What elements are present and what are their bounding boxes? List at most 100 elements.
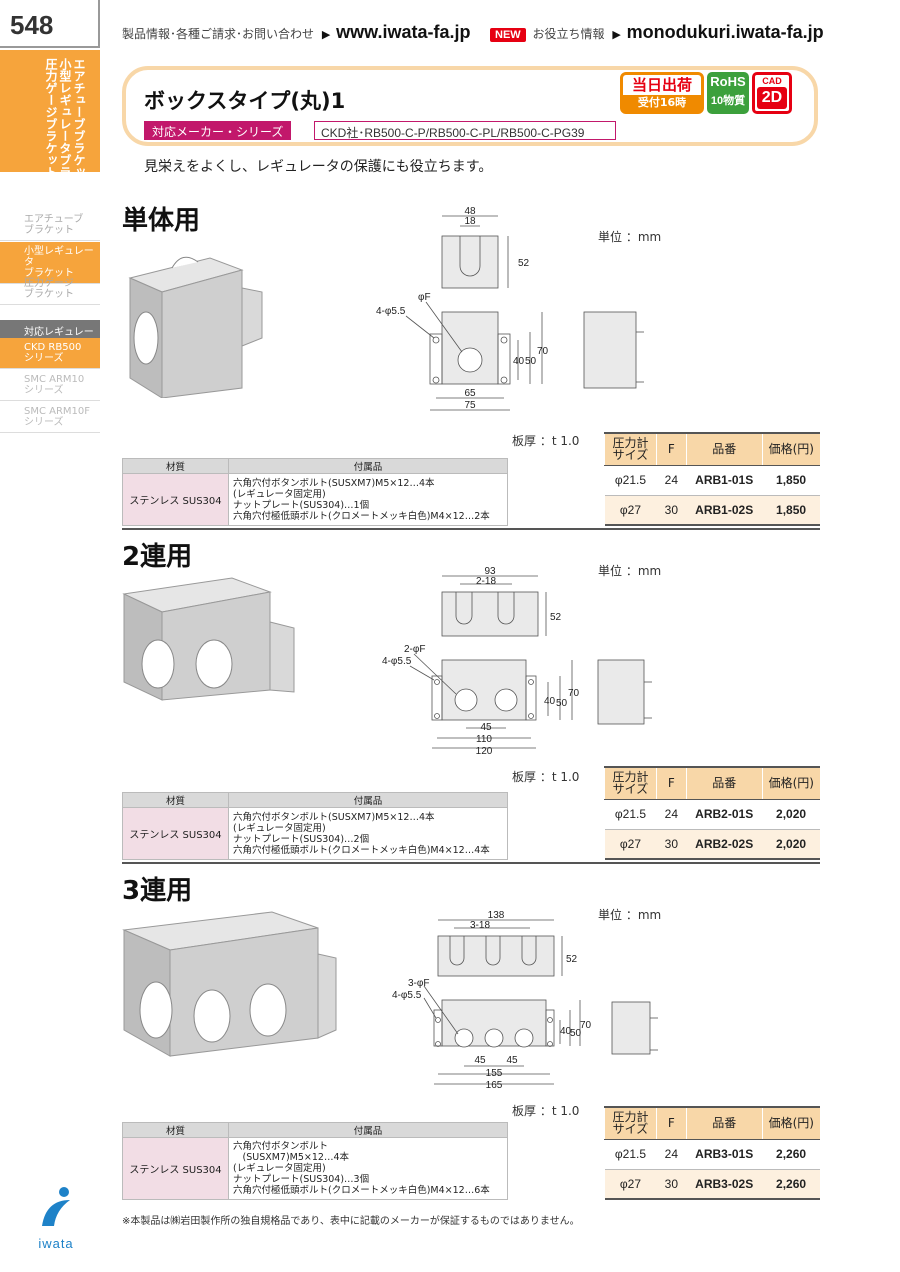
- accessory-cell: 六角穴付ボタンボルト(SUSXM7)M5×12…4本 (レギュレータ固定用) ナ…: [228, 807, 508, 860]
- accessory-line: (レギュレータ固定用): [233, 488, 326, 500]
- arrow-right-icon: ▶: [321, 28, 331, 41]
- dim-h2: 50: [525, 356, 537, 367]
- product-photo-single: [128, 256, 263, 398]
- accessory-line: (レギュレータ固定用): [233, 822, 326, 834]
- sidebar-category-line: 圧力ゲージブラケット: [44, 58, 58, 178]
- sidebar-category-line: エアチューブブラケット: [72, 58, 86, 190]
- cad-line2: 2D: [757, 87, 787, 109]
- f-value: 30: [656, 495, 687, 526]
- sidebar-item-gauge[interactable]: 圧力ゲージ ブラケット: [0, 274, 100, 305]
- price: 2,260: [762, 1139, 820, 1170]
- price: 1,850: [762, 465, 820, 496]
- accessory-line: 六角穴付ボタンボルト(SUSXM7)M5×12…4本: [233, 477, 435, 489]
- sidebar-item-air-tube[interactable]: エアチューブ ブラケット: [0, 210, 100, 241]
- dim-w0a: 45: [474, 1055, 486, 1066]
- price: 2,020: [762, 829, 820, 860]
- part-number[interactable]: ARB3-01S: [686, 1139, 763, 1170]
- part-number[interactable]: ARB3-02S: [686, 1169, 763, 1200]
- f-value: 24: [656, 799, 687, 830]
- price-header-f: F: [655, 432, 687, 466]
- accessory-line: 六角穴付極低頭ボルト(クロメートメッキ白色)M4×12…4本: [233, 844, 490, 856]
- unit-label: 単位 ：mm: [598, 564, 662, 578]
- section-title-triple: 3連用: [122, 876, 193, 906]
- dim-w1: 65: [464, 388, 476, 399]
- mat-header-material: 材質: [122, 1122, 229, 1138]
- table-row: φ21.5 24 ARB2-01S 2,020: [604, 799, 820, 830]
- table-row: φ27 30 ARB1-02S 1,850: [604, 495, 820, 526]
- material-cell: ステンレス SUS304: [122, 807, 229, 860]
- gauge-size: φ27: [604, 1169, 657, 1200]
- same-day-line2: 受付16時: [623, 95, 701, 111]
- gauge-size: φ21.5: [604, 465, 657, 496]
- dim-top-width: 138: [488, 910, 505, 921]
- dimension-drawing-single: 48 18 52 φF 4-φ5.5 40 50 70 65 75: [376, 206, 644, 411]
- f-value: 24: [656, 465, 687, 496]
- dim-top-pitch: 18: [464, 216, 476, 227]
- sidebar-category[interactable]: エアチューブブラケット 小型レギュレータブラケット 圧力ゲージブラケット: [0, 50, 100, 214]
- material-table-double: 材質付属品 ステンレス SUS304 六角穴付ボタンボルト(SUSXM7)M5×…: [122, 792, 508, 860]
- dim-w0b: 45: [506, 1055, 518, 1066]
- dim-phi: 3-φF: [408, 978, 429, 989]
- cad-badge[interactable]: CAD 2D: [752, 72, 792, 114]
- sidebar-item-smc-arm10f[interactable]: SMC ARM10F シリーズ: [0, 402, 100, 433]
- dim-top-pitch: 2-18: [476, 576, 496, 587]
- part-number[interactable]: ARB1-02S: [686, 495, 763, 526]
- iwata-logo-icon: [42, 1187, 70, 1226]
- new-badge: NEW: [490, 28, 526, 42]
- gauge-size: φ27: [604, 829, 657, 860]
- dim-holes: 4-φ5.5: [392, 990, 422, 1001]
- unit-label: 単位 ：mm: [598, 908, 662, 922]
- dim-h1: 40: [560, 1026, 572, 1037]
- dim-phi: φF: [418, 292, 431, 303]
- price-header-price: 価格(円): [761, 432, 820, 466]
- sidebar-item-label: SMC ARM10 シリーズ: [24, 374, 85, 396]
- dim-h3: 70: [580, 1020, 592, 1031]
- section-title-double: 2連用: [122, 542, 193, 572]
- part-number[interactable]: ARB2-02S: [686, 829, 763, 860]
- mat-header-accessory: 付属品: [228, 458, 508, 474]
- material-cell: ステンレス SUS304: [122, 473, 229, 526]
- main-url-link[interactable]: www.iwata-fa.jp: [336, 22, 471, 42]
- section-title-single: 単体用: [122, 206, 201, 236]
- arrow-right-icon: ▶: [612, 28, 621, 41]
- same-day-line1: 当日出荷: [631, 76, 692, 94]
- page-title: ボックスタイプ(丸)1: [144, 89, 346, 113]
- sidebar-item-label: CKD RB500 シリーズ: [24, 342, 82, 364]
- price-header-gauge: 圧力計 サイズ: [604, 766, 657, 800]
- price-table-triple: 圧力計 サイズ F 品番 価格(円) φ21.5 24 ARB3-01S 2,2…: [604, 1106, 820, 1200]
- dimension-drawing-triple: 138 3-18 52 3-φF 4-φ5.5 40 50 70 45 45 1…: [392, 910, 658, 1090]
- useful-info-text: お役立ち情報: [532, 27, 605, 41]
- dim-holes: 4-φ5.5: [382, 656, 412, 667]
- mat-header-accessory: 付属品: [228, 792, 508, 808]
- cad-line1: CAD: [762, 76, 782, 86]
- sidebar-item-regulator[interactable]: 小型レギュレータ ブラケット: [0, 242, 100, 284]
- table-row: φ21.5 24 ARB3-01S 2,260: [604, 1139, 820, 1170]
- dim-h2: 50: [570, 1028, 582, 1039]
- dim-top-pitch: 3-18: [470, 920, 490, 931]
- part-number[interactable]: ARB2-01S: [686, 799, 763, 830]
- dim-w2: 165: [486, 1080, 503, 1090]
- part-number[interactable]: ARB1-01S: [686, 465, 763, 496]
- accessory-line: 六角穴付極低頭ボルト(クロメートメッキ白色)M4×12…2本: [233, 510, 490, 522]
- price-header-part: 品番: [685, 766, 763, 800]
- sidebar-item-smc-arm10[interactable]: SMC ARM10 シリーズ: [0, 370, 100, 401]
- header-info-text: 製品情報･各種ご請求･お問い合わせ: [122, 27, 315, 41]
- table-row: φ27 30 ARB2-02S 2,020: [604, 829, 820, 860]
- sub-url-link[interactable]: monodukuri.iwata-fa.jp: [626, 22, 824, 42]
- table-row: φ27 30 ARB3-02S 2,260: [604, 1169, 820, 1200]
- price-header-price: 価格(円): [761, 1106, 820, 1140]
- sidebar-item-label: 圧力ゲージ ブラケット: [24, 278, 74, 300]
- company-logo: iwata: [26, 1186, 86, 1252]
- dim-top-height: 52: [566, 954, 578, 965]
- accessory-cell: 六角穴付ボタンボルト(SUSXM7)M5×12…4本 (レギュレータ固定用) ナ…: [228, 473, 508, 526]
- price-header-part: 品番: [685, 1106, 763, 1140]
- dim-w1: 155: [486, 1068, 503, 1079]
- sidebar-item-label: SMC ARM10F シリーズ: [24, 406, 91, 428]
- price-table-single: 圧力計 サイズ F 品番 価格(円) φ21.5 24 ARB1-01S 1,8…: [604, 432, 820, 526]
- mat-header-accessory: 付属品: [228, 1122, 508, 1138]
- sidebar-item-ckd-rb500[interactable]: CKD RB500 シリーズ: [0, 338, 100, 369]
- accessory-line: (レギュレータ固定用): [233, 1163, 326, 1174]
- price-header-gauge: 圧力計 サイズ: [604, 432, 657, 466]
- product-photo-double: [122, 577, 295, 701]
- dim-w1: 110: [476, 734, 492, 745]
